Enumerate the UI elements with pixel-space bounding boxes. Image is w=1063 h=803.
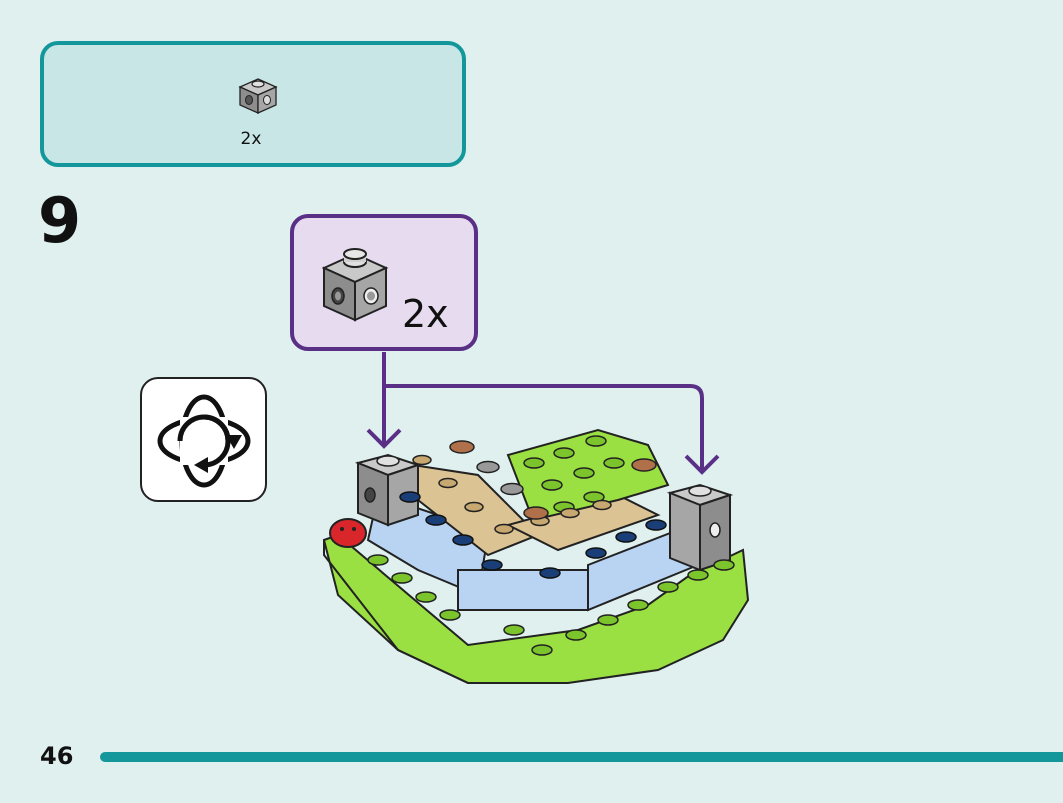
grey-brick-icon [321,248,389,322]
model-illustration [322,428,750,684]
parts-quantity: 2x [240,129,262,149]
page-number: 46 [40,742,74,770]
step-number: 9 [38,184,82,257]
grey-brick-icon [238,78,278,115]
rotate-model-icon-box [140,377,267,502]
page-progress-bar [100,752,1063,762]
callout-quantity: 2x [402,292,449,336]
sub-assembly-callout: 2x [290,214,478,351]
parts-list-box: 2x [40,41,466,167]
rotate-model-icon [157,394,251,488]
